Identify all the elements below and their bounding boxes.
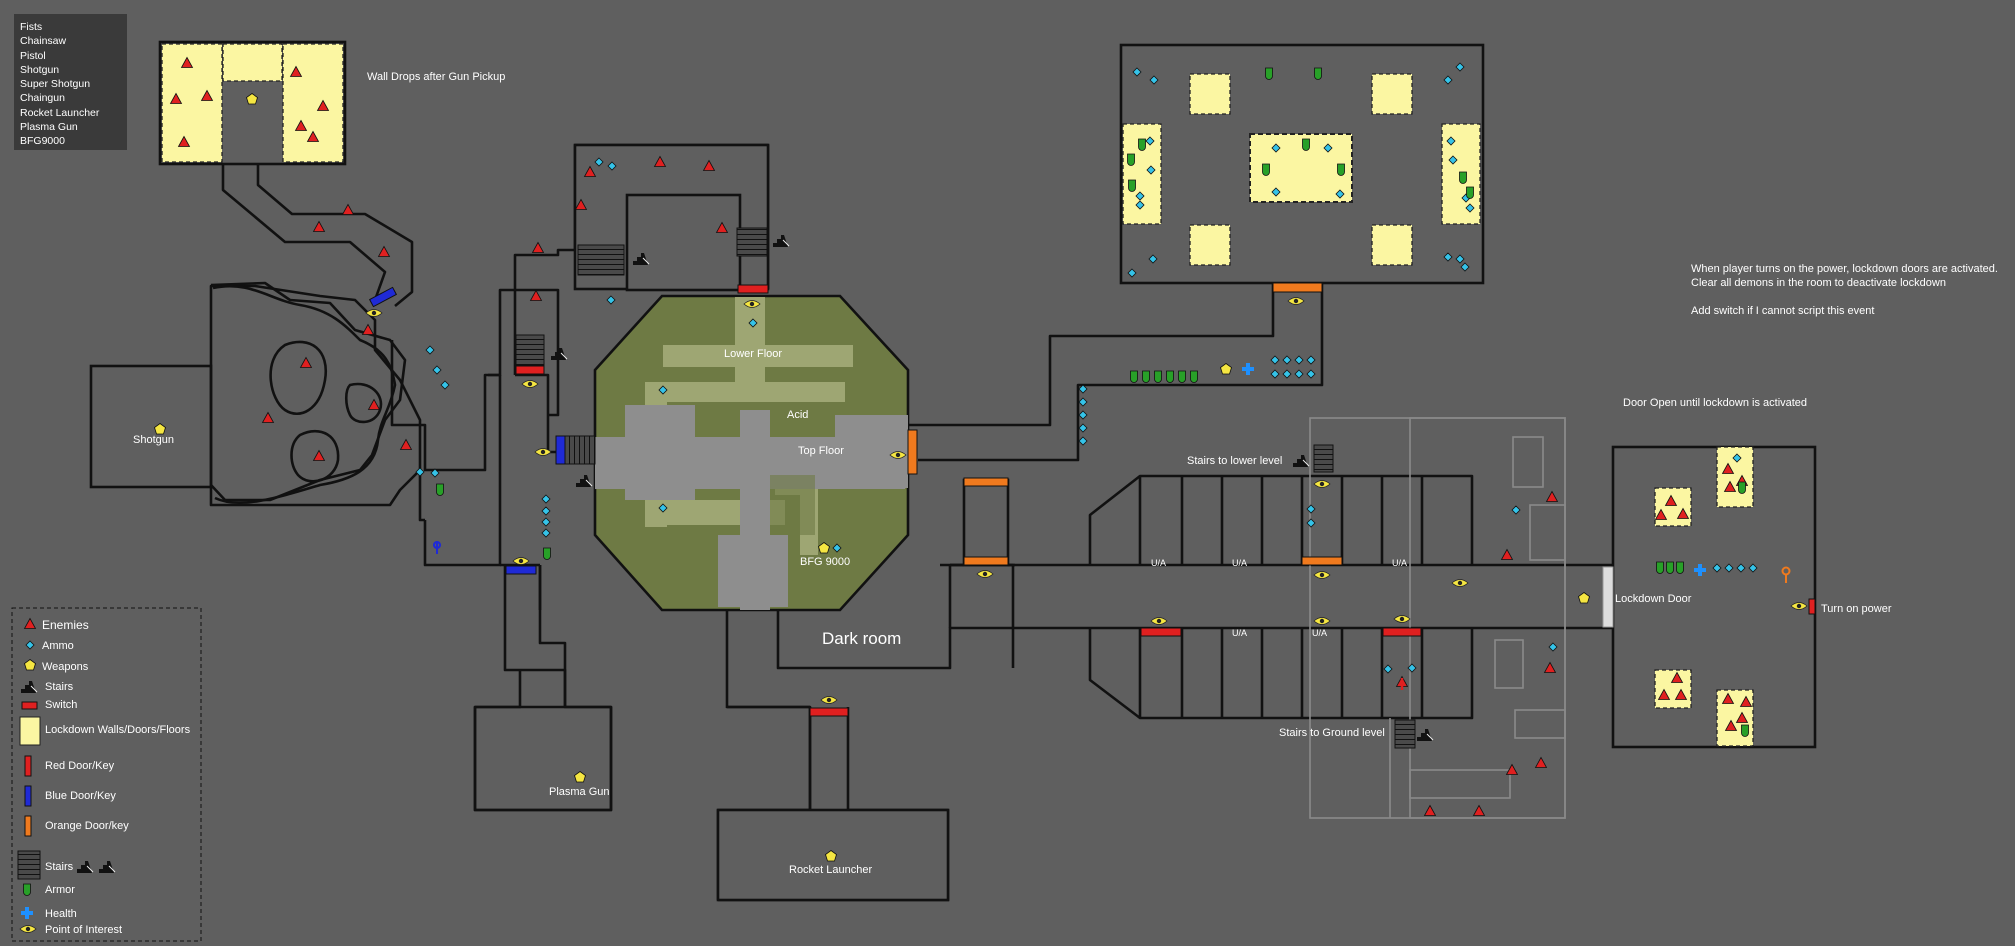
svg-text:U/A: U/A xyxy=(1232,628,1247,638)
legend-stairs2: Stairs xyxy=(45,861,74,873)
storage-north xyxy=(1088,474,1474,565)
legend-blue-door: Blue Door/Key xyxy=(45,790,116,802)
cave-pillar xyxy=(269,340,328,416)
legend-enemies: Enemies xyxy=(42,618,89,632)
lockdown-area xyxy=(282,43,344,163)
north-corridor-inner xyxy=(625,193,742,292)
svg-text:U/A: U/A xyxy=(1392,558,1407,568)
note-line-2: Clear all demons in the room to deactiva… xyxy=(1691,277,1946,289)
storage-south xyxy=(1088,628,1474,720)
legend-orange-door: Orange Door/key xyxy=(45,820,129,832)
wall-drops-label: Wall Drops after Gun Pickup xyxy=(367,71,505,83)
ua-label: U/A U/A U/A U/A U/A xyxy=(1151,558,1407,638)
blue-door[interactable] xyxy=(368,286,566,575)
legend-poi: Point of Interest xyxy=(45,924,122,936)
lower-level-outline xyxy=(1309,417,1566,819)
stairs-ground-label: Stairs to Ground level xyxy=(1279,727,1385,739)
stairs xyxy=(1394,719,1416,749)
plasma-gun-label: Plasma Gun xyxy=(549,786,610,798)
acid-label: Acid xyxy=(787,409,808,421)
top-floor-label: Top Floor xyxy=(798,445,844,457)
key-icon xyxy=(433,541,1791,690)
legend-switch: Switch xyxy=(45,699,77,711)
legend-box xyxy=(11,607,202,942)
weapon-list-item: Fists xyxy=(20,21,43,33)
power-room xyxy=(1611,445,1817,749)
door-open-label: Door Open until lockdown is activated xyxy=(1623,397,1807,409)
rocket-launcher-label: Rocket Launcher xyxy=(789,864,872,876)
legend-armor: Armor xyxy=(45,884,75,896)
weapon-list-item: Rocket Launcher xyxy=(20,106,100,119)
weapon-list-item: Pistol xyxy=(20,49,46,62)
svg-text:U/A: U/A xyxy=(1312,628,1327,638)
legend-stairs: Stairs xyxy=(45,681,74,693)
weapon-list-item: Chainsaw xyxy=(20,35,67,48)
connector-room xyxy=(962,478,1010,567)
shotgun-room xyxy=(89,364,213,489)
orange-door[interactable] xyxy=(907,282,1343,566)
weapon-list-item: Shotgun xyxy=(20,63,60,76)
cave-pillar xyxy=(344,382,383,424)
stairs xyxy=(515,227,768,465)
legend-weapons: Weapons xyxy=(42,661,89,673)
weapon-list-item: Plasma Gun xyxy=(20,121,78,134)
note-line-1: When player turns on the power, lockdown… xyxy=(1691,263,1998,275)
plasma-gun-room xyxy=(473,705,613,812)
legend-lockdown: Lockdown Walls/Doors/Floors xyxy=(45,724,191,736)
svg-text:U/A: U/A xyxy=(1232,558,1247,568)
dark-room-label: Dark room xyxy=(822,629,901,648)
svg-text:U/A: U/A xyxy=(1151,558,1166,568)
weapon-list-item: Super Shotgun xyxy=(20,78,91,91)
shotgun-label: Shotgun xyxy=(133,434,174,446)
legend-red-door: Red Door/Key xyxy=(45,760,115,772)
cave-outline xyxy=(212,284,397,505)
note-line-3: Add switch if I cannot script this event xyxy=(1691,305,1874,317)
lockdown-door-label: Lockdown Door xyxy=(1615,593,1692,605)
weapon-list-item: Chaingun xyxy=(20,92,65,105)
stairs xyxy=(1313,444,1334,473)
weapon-list-item: BFG9000 xyxy=(20,135,65,148)
lower-floor-label: Lower Floor xyxy=(724,348,782,360)
eye-icon xyxy=(365,297,1808,704)
red-door[interactable] xyxy=(515,284,1816,717)
turn-on-power-label: Turn on power xyxy=(1821,603,1892,615)
bfg-label: BFG 9000 xyxy=(800,556,850,568)
legend-health: Health xyxy=(45,908,77,920)
cave-pillar xyxy=(290,429,340,483)
cave-room-wall xyxy=(209,284,422,507)
stairs-lower-label: Stairs to lower level xyxy=(1187,455,1282,467)
main-corridor xyxy=(950,563,1615,630)
legend-ammo: Ammo xyxy=(42,640,74,652)
lockdown-area xyxy=(222,43,283,82)
lockdown-door[interactable] xyxy=(1602,566,1614,628)
